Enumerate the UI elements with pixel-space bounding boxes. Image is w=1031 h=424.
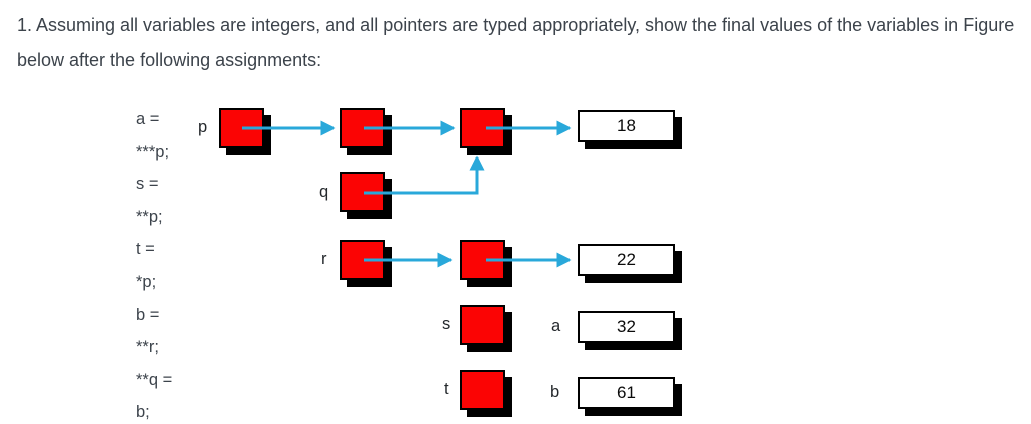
assignment-line: ***p; bbox=[136, 142, 170, 161]
assignment-line: t = bbox=[136, 240, 155, 259]
pointer-box-r bbox=[340, 240, 385, 280]
pointer-box-p-target2 bbox=[460, 108, 505, 148]
value-box-a: 32 bbox=[578, 311, 675, 343]
assignment-line: **p; bbox=[136, 207, 163, 226]
pointer-box-r-target bbox=[460, 240, 505, 280]
pointer-var-label-s: s bbox=[442, 315, 451, 333]
assignment-line: **q = bbox=[136, 370, 173, 389]
assignment-line: b = bbox=[136, 305, 160, 324]
assignment-line: b; bbox=[136, 403, 150, 422]
assignment-line: **r; bbox=[136, 338, 159, 357]
question-text: 1. Assuming all variables are integers, … bbox=[17, 15, 1015, 70]
pointer-box-p bbox=[219, 108, 264, 148]
value-text: 22 bbox=[617, 250, 636, 269]
value-text: 18 bbox=[617, 116, 636, 135]
assignment-line: s = bbox=[136, 175, 159, 194]
assignment-line: a = bbox=[136, 110, 160, 128]
int-var-label-a: a bbox=[551, 317, 561, 335]
value-box-b: 61 bbox=[578, 377, 675, 409]
pointer-var-label-t: t bbox=[444, 380, 449, 398]
pointer-var-label-r: r bbox=[321, 250, 327, 268]
value-text: 32 bbox=[617, 317, 636, 336]
value-text: 61 bbox=[617, 383, 636, 402]
pointer-box-q bbox=[340, 172, 385, 212]
assignment-line: *p; bbox=[136, 272, 157, 291]
pointer-var-label-p: p bbox=[198, 118, 208, 136]
pointer-var-label-q: q bbox=[319, 183, 329, 201]
pointer-box-p-target bbox=[340, 108, 385, 148]
pointer-box-t bbox=[460, 370, 505, 410]
int-var-label-b: b bbox=[550, 383, 560, 401]
assignment-list: a = ***p; s = **p; t = *p; b = **r; **q … bbox=[136, 103, 172, 424]
value-box-p-chain: 18 bbox=[578, 110, 675, 142]
pointer-box-s bbox=[460, 305, 505, 345]
value-box-r-chain: 22 bbox=[578, 244, 675, 276]
